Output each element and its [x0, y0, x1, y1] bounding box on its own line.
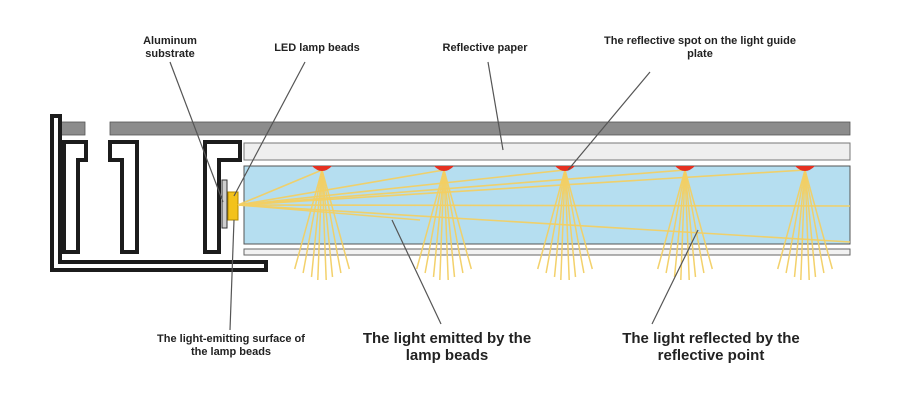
reflective-paper: [243, 142, 851, 161]
emitted-ray-low: [237, 204, 851, 243]
reflective-spot-4: [675, 166, 695, 171]
leader-emitted: [391, 219, 442, 325]
reflected-ray-5-6: [804, 169, 817, 278]
emitted-ray-5: [237, 169, 806, 206]
top-bar: [109, 121, 851, 136]
frame-channel-1: [62, 140, 88, 254]
reflected-ray-4-7: [684, 169, 705, 274]
reflected-ray-1-8: [321, 169, 351, 270]
frame-profile: [50, 114, 268, 272]
reflected-ray-1-5: [321, 169, 327, 281]
reflected-ray-1-6: [321, 169, 334, 278]
emitted-ray-center: [237, 204, 851, 207]
reflected-ray-4-4: [680, 169, 686, 281]
top-bar-left: [60, 121, 86, 136]
reflected-ray-5-4: [800, 169, 806, 281]
reflected-ray-3-1: [536, 169, 566, 270]
reflected-ray-5-8: [804, 169, 834, 270]
reflected-ray-2-4: [439, 169, 445, 281]
leader-aluminum: [169, 61, 224, 203]
reflected-ray-1-3: [310, 169, 323, 278]
reflected-ray-2-6: [443, 169, 456, 278]
reflected-ray-5-7: [804, 169, 825, 274]
frame-channel-3: [203, 140, 242, 254]
reflected-ray-4-8: [684, 169, 714, 270]
reflected-ray-1-2: [302, 169, 323, 274]
reflected-ray-5-5: [804, 169, 810, 281]
light-rays: [237, 169, 851, 281]
reflected-ray-5-2: [785, 169, 806, 274]
reflected-ray-2-1: [415, 169, 445, 270]
leader-led: [233, 61, 306, 197]
reflected-ray-4-5: [684, 169, 690, 281]
reflected-ray-4-3: [673, 169, 686, 278]
reflected-ray-1-1: [293, 169, 323, 270]
frame-channel-2: [108, 140, 139, 254]
label-light-reflected: The light reflected by the reflective po…: [622, 330, 800, 365]
reflected-ray-4-6: [684, 169, 697, 278]
frame-outline: [50, 114, 268, 272]
led-bead: [227, 191, 239, 221]
leader-paper: [487, 61, 504, 151]
leader-spot: [567, 71, 651, 171]
leader-lines: [169, 61, 699, 331]
reflected-ray-2-8: [443, 169, 473, 270]
label-led-lamp-beads: LED lamp beads: [274, 42, 360, 54]
emitted-ray-3: [237, 169, 566, 206]
reflected-ray-3-6: [564, 169, 577, 278]
reflected-ray-2-7: [443, 169, 464, 274]
reflected-ray-4-2: [665, 169, 686, 274]
reflected-ray-2-5: [443, 169, 449, 281]
leader-emitting: [229, 219, 235, 331]
label-aluminum-substrate: Aluminum substrate: [143, 35, 197, 60]
reflected-ray-5-3: [793, 169, 806, 278]
reflected-ray-3-8: [564, 169, 594, 270]
label-reflective-spot: The reflective spot on the light guide p…: [604, 35, 796, 60]
reflected-ray-1-7: [321, 169, 342, 274]
reflected-ray-1-4: [317, 169, 323, 281]
reflective-spot-5: [795, 166, 815, 171]
leader-reflected: [651, 229, 699, 325]
emitted-ray-2: [237, 169, 445, 206]
label-reflective-paper: Reflective paper: [442, 42, 528, 54]
reflected-ray-3-2: [545, 169, 566, 274]
reflected-ray-4-1: [656, 169, 686, 270]
reflected-ray-3-4: [560, 169, 566, 281]
reflected-ray-3-3: [553, 169, 566, 278]
reflected-ray-3-7: [564, 169, 585, 274]
reflected-ray-3-5: [564, 169, 570, 281]
reflected-ray-2-2: [424, 169, 445, 274]
emitted-ray-4: [237, 169, 686, 206]
bottom-film: [243, 248, 851, 256]
emitted-ray-1: [237, 169, 323, 206]
reflected-ray-5-1: [776, 169, 806, 270]
reflective-spot-2: [434, 166, 454, 171]
aluminum-substrate: [221, 179, 228, 229]
reflective-spot-1: [312, 166, 332, 171]
label-light-emitted: The light emitted by the lamp beads: [362, 330, 532, 365]
reflected-ray-2-3: [432, 169, 445, 278]
label-emitting-surface: The light-emitting surface of the lamp b…: [157, 333, 305, 358]
emitted-ray-short: [237, 204, 421, 221]
